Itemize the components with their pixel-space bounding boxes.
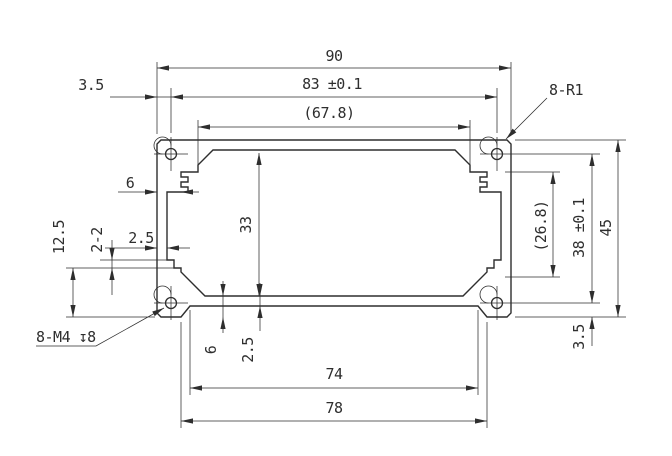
arrowhead (475, 418, 487, 424)
tapped-hole (490, 147, 504, 161)
arrowhead (458, 124, 470, 130)
arrowhead (167, 245, 179, 251)
dimension-labels: 90 83 ±0.1 (67.8) 3.5 8-R1 6 2.5 12.5 2-… (36, 47, 615, 417)
dim-hole-edge-offset-bottom: 3.5 (570, 324, 588, 350)
arrowhead (220, 284, 226, 296)
arrowhead (152, 308, 164, 317)
label-corner-radii: 8-R1 (549, 81, 584, 99)
arrowhead (550, 265, 556, 277)
tapped-hole (164, 147, 178, 161)
dim-slot-offset-top-left: 6 (126, 174, 135, 192)
dim-step-height-left: 12.5 (50, 220, 68, 254)
arrowhead (256, 153, 262, 165)
arrowhead (109, 248, 115, 260)
arrowhead (589, 154, 595, 166)
tapped-hole (164, 296, 178, 310)
arrowhead (70, 268, 76, 280)
corner-screw-holes (153, 136, 504, 310)
arrowhead (145, 189, 157, 195)
arrowhead (181, 418, 193, 424)
dim-base-width-outer: 78 (325, 399, 343, 417)
dim-double-groove-left: 2-2 (88, 227, 106, 253)
dim-inner-height-center: 33 (237, 216, 255, 233)
dim-overall-height: 45 (597, 219, 615, 236)
dim-hole-spacing-horizontal: 83 ±0.1 (302, 75, 362, 93)
dim-base-thickness-bottom: 2.5 (239, 337, 257, 363)
arrowhead (220, 317, 226, 329)
dimension-arrows (70, 65, 621, 424)
dim-wall-thickness-left: 2.5 (128, 229, 154, 247)
arrowhead (615, 140, 621, 152)
arrowhead (615, 305, 621, 317)
arrowhead (506, 128, 517, 139)
dim-inner-width: (67.8) (303, 104, 354, 122)
dim-overall-width: 90 (325, 47, 343, 65)
arrowhead (109, 268, 115, 280)
arrowhead (145, 245, 157, 251)
dim-hole-edge-offset-top: 3.5 (78, 76, 104, 94)
arrowhead (157, 65, 169, 71)
arrowhead (181, 189, 193, 195)
label-tapped-holes: 8-M4 ↧8 (36, 328, 96, 346)
arrowhead (550, 172, 556, 184)
arrowhead (589, 291, 595, 303)
thread-arc (479, 285, 498, 304)
arrowhead (257, 284, 263, 296)
thread-arc (153, 285, 172, 304)
dim-base-depth-bottom: 6 (202, 345, 220, 354)
thread-arc (479, 136, 498, 155)
arrowhead (499, 65, 511, 71)
extrusion-outer-outline (156, 139, 512, 318)
dim-base-width-inner: 74 (325, 365, 343, 383)
tapped-hole (490, 296, 504, 310)
arrowhead (589, 317, 595, 329)
dim-hole-spacing-vertical: 38 ±0.1 (570, 198, 588, 258)
arrowhead (145, 94, 157, 100)
arrowhead (190, 385, 202, 391)
extrusion-cavity-outline (166, 149, 502, 297)
arrowhead (485, 94, 497, 100)
arrowhead (70, 305, 76, 317)
thread-arc (153, 136, 172, 155)
arrowhead (466, 385, 478, 391)
arrowhead (198, 124, 210, 130)
arrowhead (257, 306, 263, 318)
arrowhead (171, 94, 183, 100)
dim-inner-height-right: (26.8) (532, 200, 550, 251)
